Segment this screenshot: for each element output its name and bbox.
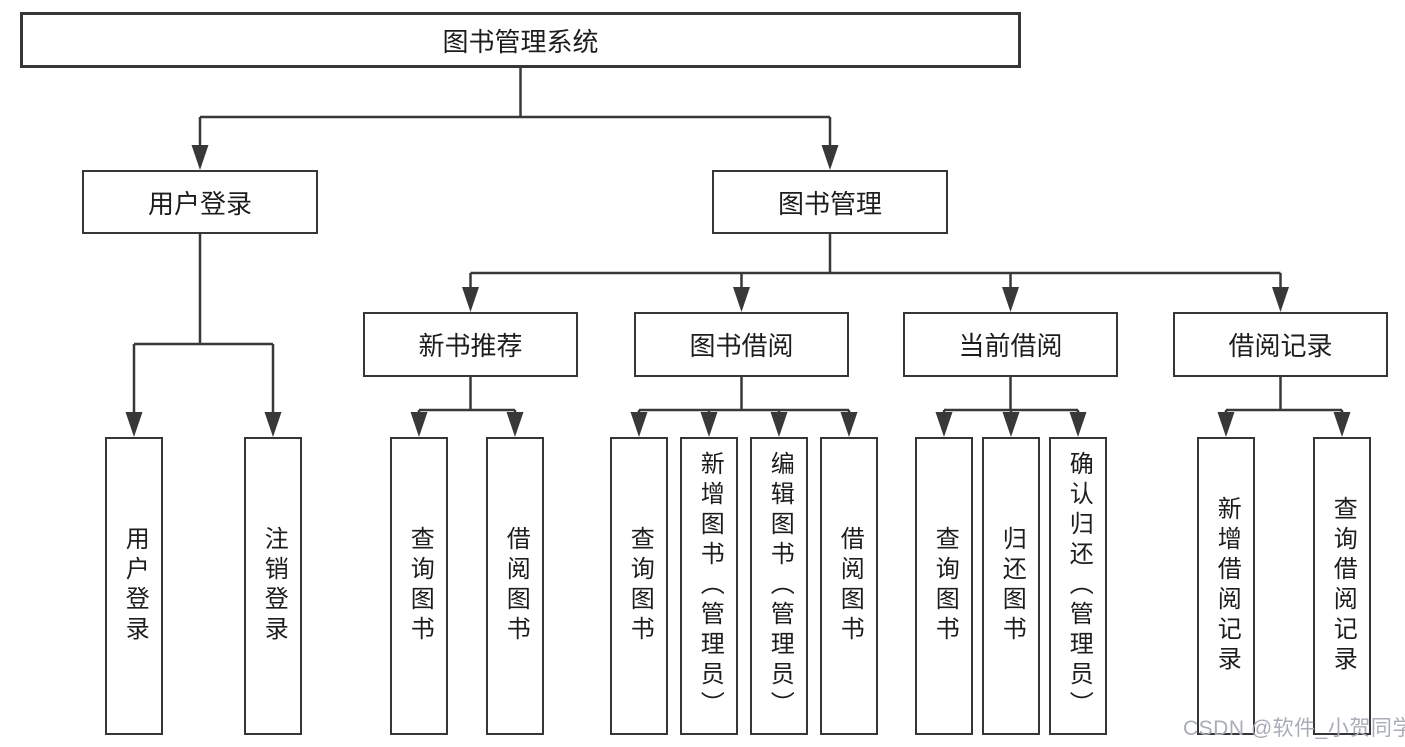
csdn-watermark: CSDN @软件_小贺同学 xyxy=(1183,717,1405,740)
arrowhead xyxy=(1002,412,1020,437)
arrowhead xyxy=(1272,287,1289,312)
leaf-return-book: 归还图书 xyxy=(982,437,1040,735)
node-book-management: 图书管理 xyxy=(712,170,948,234)
arrowhead xyxy=(935,412,953,437)
arrowhead xyxy=(821,145,839,170)
leaf-query-books-3: 查询图书 xyxy=(915,437,973,735)
arrowhead xyxy=(191,145,209,170)
arrowhead xyxy=(410,412,428,437)
arrowhead xyxy=(840,412,858,437)
leaf-label: 查询图书 xyxy=(406,526,434,646)
leaf-label: 用户登录 xyxy=(121,526,149,646)
arrowhead xyxy=(1217,412,1235,437)
leaf-add-book-admin: 新增图书（管理员） xyxy=(680,437,738,735)
arrowhead xyxy=(1333,412,1351,437)
arrowhead xyxy=(630,412,648,437)
leaf-label: 确认归还（管理员） xyxy=(1065,451,1093,721)
leaf-confirm-return-admin: 确认归还（管理员） xyxy=(1049,437,1107,735)
arrowhead xyxy=(700,412,718,437)
connector-bookmgmt-to-level3 xyxy=(462,234,1289,312)
leaf-label: 注销登录 xyxy=(260,526,288,646)
arrowhead xyxy=(506,412,524,437)
leaf-label: 新增借阅记录 xyxy=(1213,496,1241,676)
connector-borrowrecords-to-children xyxy=(1217,377,1351,437)
connector-root-to-level2 xyxy=(191,68,839,170)
connector-currentborrow-to-children xyxy=(935,377,1087,437)
arrowhead xyxy=(1002,287,1019,312)
connector-userlogin-to-children xyxy=(125,234,282,437)
leaf-edit-book-admin: 编辑图书（管理员） xyxy=(750,437,808,735)
leaf-label: 归还图书 xyxy=(998,526,1026,646)
node-new-book-recommendation: 新书推荐 xyxy=(363,312,578,377)
leaf-label: 新增图书（管理员） xyxy=(696,451,724,721)
arrowhead xyxy=(264,412,282,437)
node-current-borrowing: 当前借阅 xyxy=(903,312,1118,377)
leaf-query-books-1: 查询图书 xyxy=(390,437,448,735)
connector-bookborrow-to-children xyxy=(630,377,858,437)
leaf-label: 编辑图书（管理员） xyxy=(766,451,794,721)
node-borrowing-records: 借阅记录 xyxy=(1173,312,1388,377)
leaf-user-login: 用户登录 xyxy=(105,437,163,735)
arrowhead xyxy=(733,287,750,312)
arrowhead xyxy=(125,412,143,437)
node-library-management-system: 图书管理系统 xyxy=(20,12,1021,68)
leaf-query-borrow-record: 查询借阅记录 xyxy=(1313,437,1371,735)
arrowhead xyxy=(770,412,788,437)
arrowhead xyxy=(462,287,479,312)
arrowhead xyxy=(1069,412,1087,437)
leaf-logout: 注销登录 xyxy=(244,437,302,735)
connector-newbooks-to-children xyxy=(410,377,524,437)
node-book-borrowing: 图书借阅 xyxy=(634,312,849,377)
leaf-label: 查询图书 xyxy=(931,526,959,646)
leaf-label: 借阅图书 xyxy=(502,526,530,646)
leaf-label: 查询图书 xyxy=(626,526,654,646)
leaf-query-books-2: 查询图书 xyxy=(610,437,668,735)
leaf-label: 借阅图书 xyxy=(836,526,864,646)
leaf-add-borrow-record: 新增借阅记录 xyxy=(1197,437,1255,735)
leaf-borrow-books-2: 借阅图书 xyxy=(820,437,878,735)
node-user-login: 用户登录 xyxy=(82,170,318,234)
leaf-label: 查询借阅记录 xyxy=(1329,496,1357,676)
leaf-borrow-books-1: 借阅图书 xyxy=(486,437,544,735)
